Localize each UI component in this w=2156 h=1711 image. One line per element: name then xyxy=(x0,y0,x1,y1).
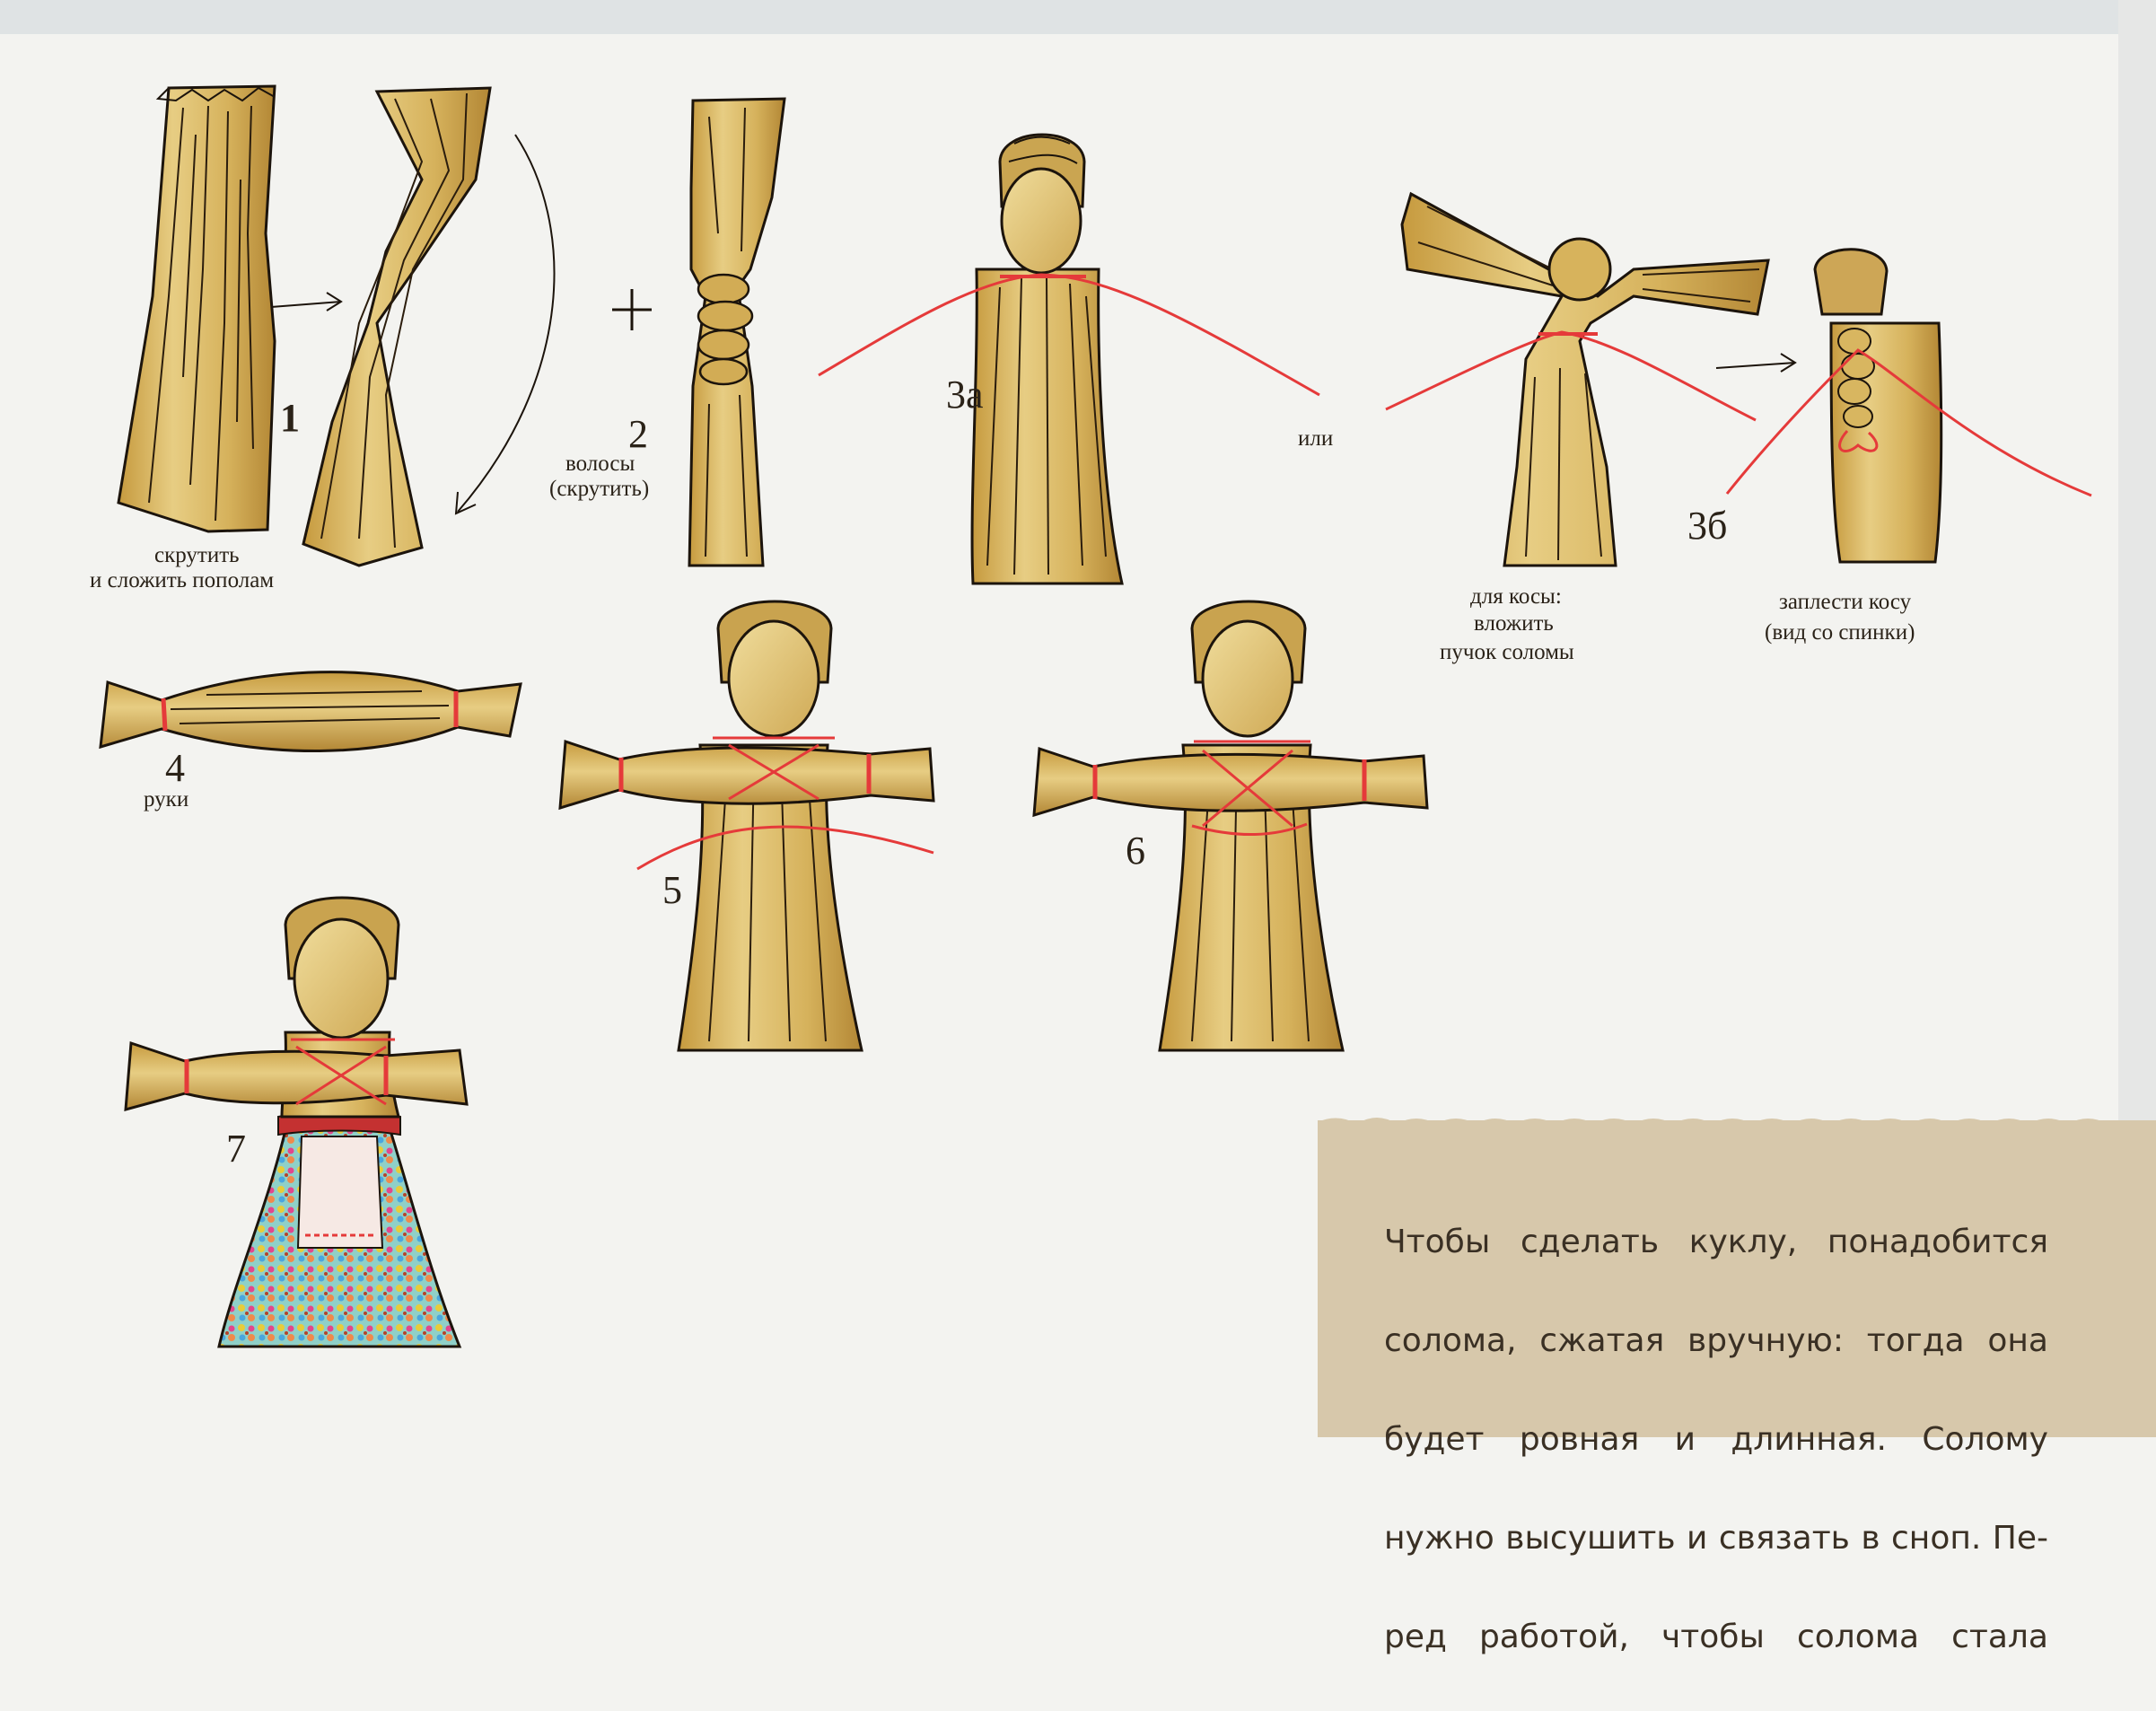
step3b-arrow xyxy=(1716,354,1795,372)
fold-arrow xyxy=(456,135,554,513)
step3b-caption-a-line2: вложить xyxy=(1474,610,1554,637)
step2-caption-line1: волосы xyxy=(565,451,635,478)
step3a-doll-body xyxy=(819,135,1319,583)
note-line-4: нужно высушить и связать в сноп. Пе- xyxy=(1384,1514,2048,1612)
step7-dressed-doll xyxy=(126,898,467,1347)
step1-twisted-bundle xyxy=(303,88,490,566)
instruction-note: Чтобы сделать куклу, понадобится солома,… xyxy=(1318,1120,2156,1437)
note-text: Чтобы сделать куклу, понадобится солома,… xyxy=(1384,1217,2048,1711)
step3b-caption-a-line1: для косы: xyxy=(1470,583,1562,610)
step3a-number: 3а xyxy=(946,372,984,418)
step1-caption-line1: скрутить xyxy=(154,542,240,569)
note-line-1: Чтобы сделать куклу, понадобится xyxy=(1384,1217,2048,1316)
step3b-caption-a-line3: пучок соломы xyxy=(1440,639,1574,666)
step4-caption: руки xyxy=(144,786,188,813)
top-band xyxy=(0,0,2156,34)
step3b-braided-back xyxy=(1727,250,2091,562)
step3b-number: 3б xyxy=(1687,503,1727,549)
doll-instructions-page: 1 скрутить и сложить пополам 2 волосы (с… xyxy=(0,0,2156,1437)
note-line-3: будет ровная и длинная. Солому xyxy=(1384,1415,2048,1514)
step6-number: 6 xyxy=(1126,828,1145,874)
step3b-caption-b-line1: заплести косу xyxy=(1779,589,1911,616)
plus-sign xyxy=(612,289,652,330)
step2-caption-line2: (скрутить) xyxy=(549,476,649,503)
note-line-5: ред работой, чтобы солома стала xyxy=(1384,1612,2048,1711)
note-line-2: солома, сжатая вручную: тогда она xyxy=(1384,1316,2048,1415)
step1-straw-bundle xyxy=(118,86,275,531)
or-label: или xyxy=(1298,426,1333,452)
step4-arms xyxy=(101,672,521,751)
step1-arrow xyxy=(271,293,341,311)
step3b-caption-b-line2: (вид со спинки) xyxy=(1765,619,1915,646)
step1-number: 1 xyxy=(280,395,300,442)
step5-doll xyxy=(560,601,933,1050)
step6-doll xyxy=(1034,601,1427,1050)
step7-number: 7 xyxy=(226,1126,246,1172)
step5-number: 5 xyxy=(662,867,682,914)
step1-caption-line2: и сложить пополам xyxy=(90,567,274,594)
step4-number: 4 xyxy=(165,745,185,792)
step2-hair-piece xyxy=(689,99,784,566)
